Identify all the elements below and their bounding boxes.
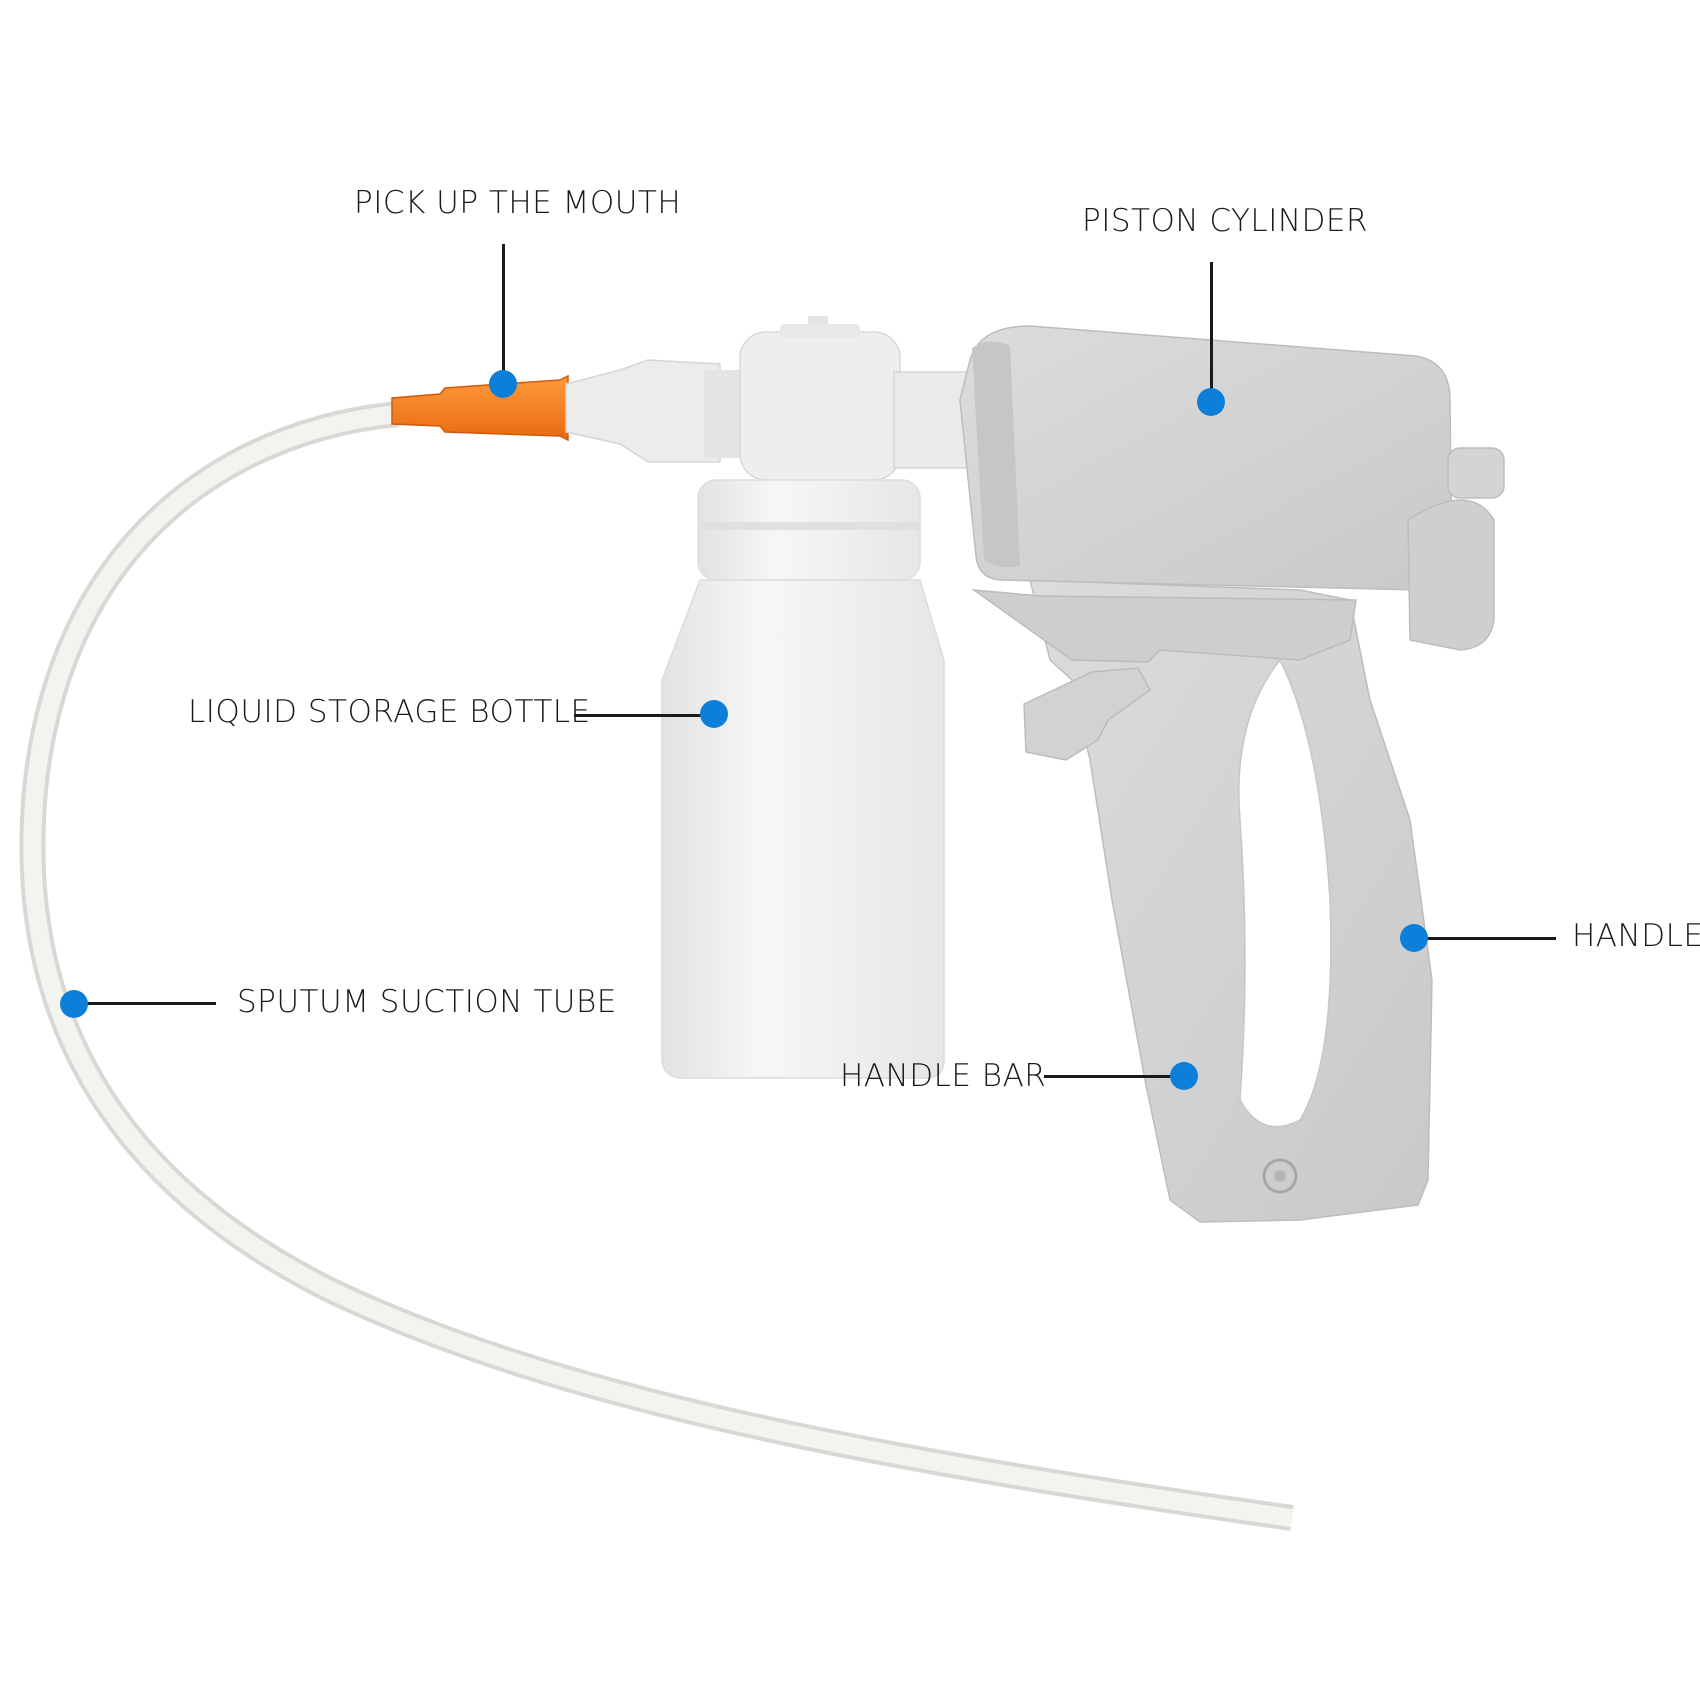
label-pick-up-the-mouth: PICK UP THE MOUTH — [354, 185, 682, 221]
orange-connector — [391, 374, 569, 442]
label-liquid-storage-bottle: LIQUID STORAGE BOTTLE — [188, 694, 591, 730]
label-handle: HANDLE — [1572, 918, 1700, 954]
marker-bottle — [700, 700, 728, 728]
piston-cylinder — [959, 325, 1505, 663]
leader-line-tube — [74, 1002, 216, 1005]
liquid-storage-bottle — [661, 479, 945, 1079]
marker-handle — [1400, 924, 1428, 952]
leader-line-piston — [1210, 262, 1213, 402]
leader-line-mouth — [502, 244, 505, 384]
marker-handle-bar — [1170, 1062, 1198, 1090]
handle-bar-lever — [1023, 667, 1151, 761]
marker-tube — [60, 990, 88, 1018]
leader-line-handle-bar — [1044, 1075, 1184, 1078]
leader-line-handle — [1414, 937, 1556, 940]
label-handle-bar: HANDLE BAR — [840, 1058, 1047, 1094]
label-piston-cylinder: PISTON CYLINDER — [1082, 203, 1369, 239]
marker-mouth — [489, 370, 517, 398]
marker-piston — [1197, 388, 1225, 416]
handle-grip — [1029, 579, 1433, 1223]
leader-line-bottle — [574, 714, 714, 717]
sputum-suction-tube — [19, 401, 1294, 1531]
nozzle — [565, 359, 740, 463]
label-sputum-suction-tube: SPUTUM SUCTION TUBE — [237, 984, 617, 1020]
bottle-cap — [739, 316, 901, 481]
